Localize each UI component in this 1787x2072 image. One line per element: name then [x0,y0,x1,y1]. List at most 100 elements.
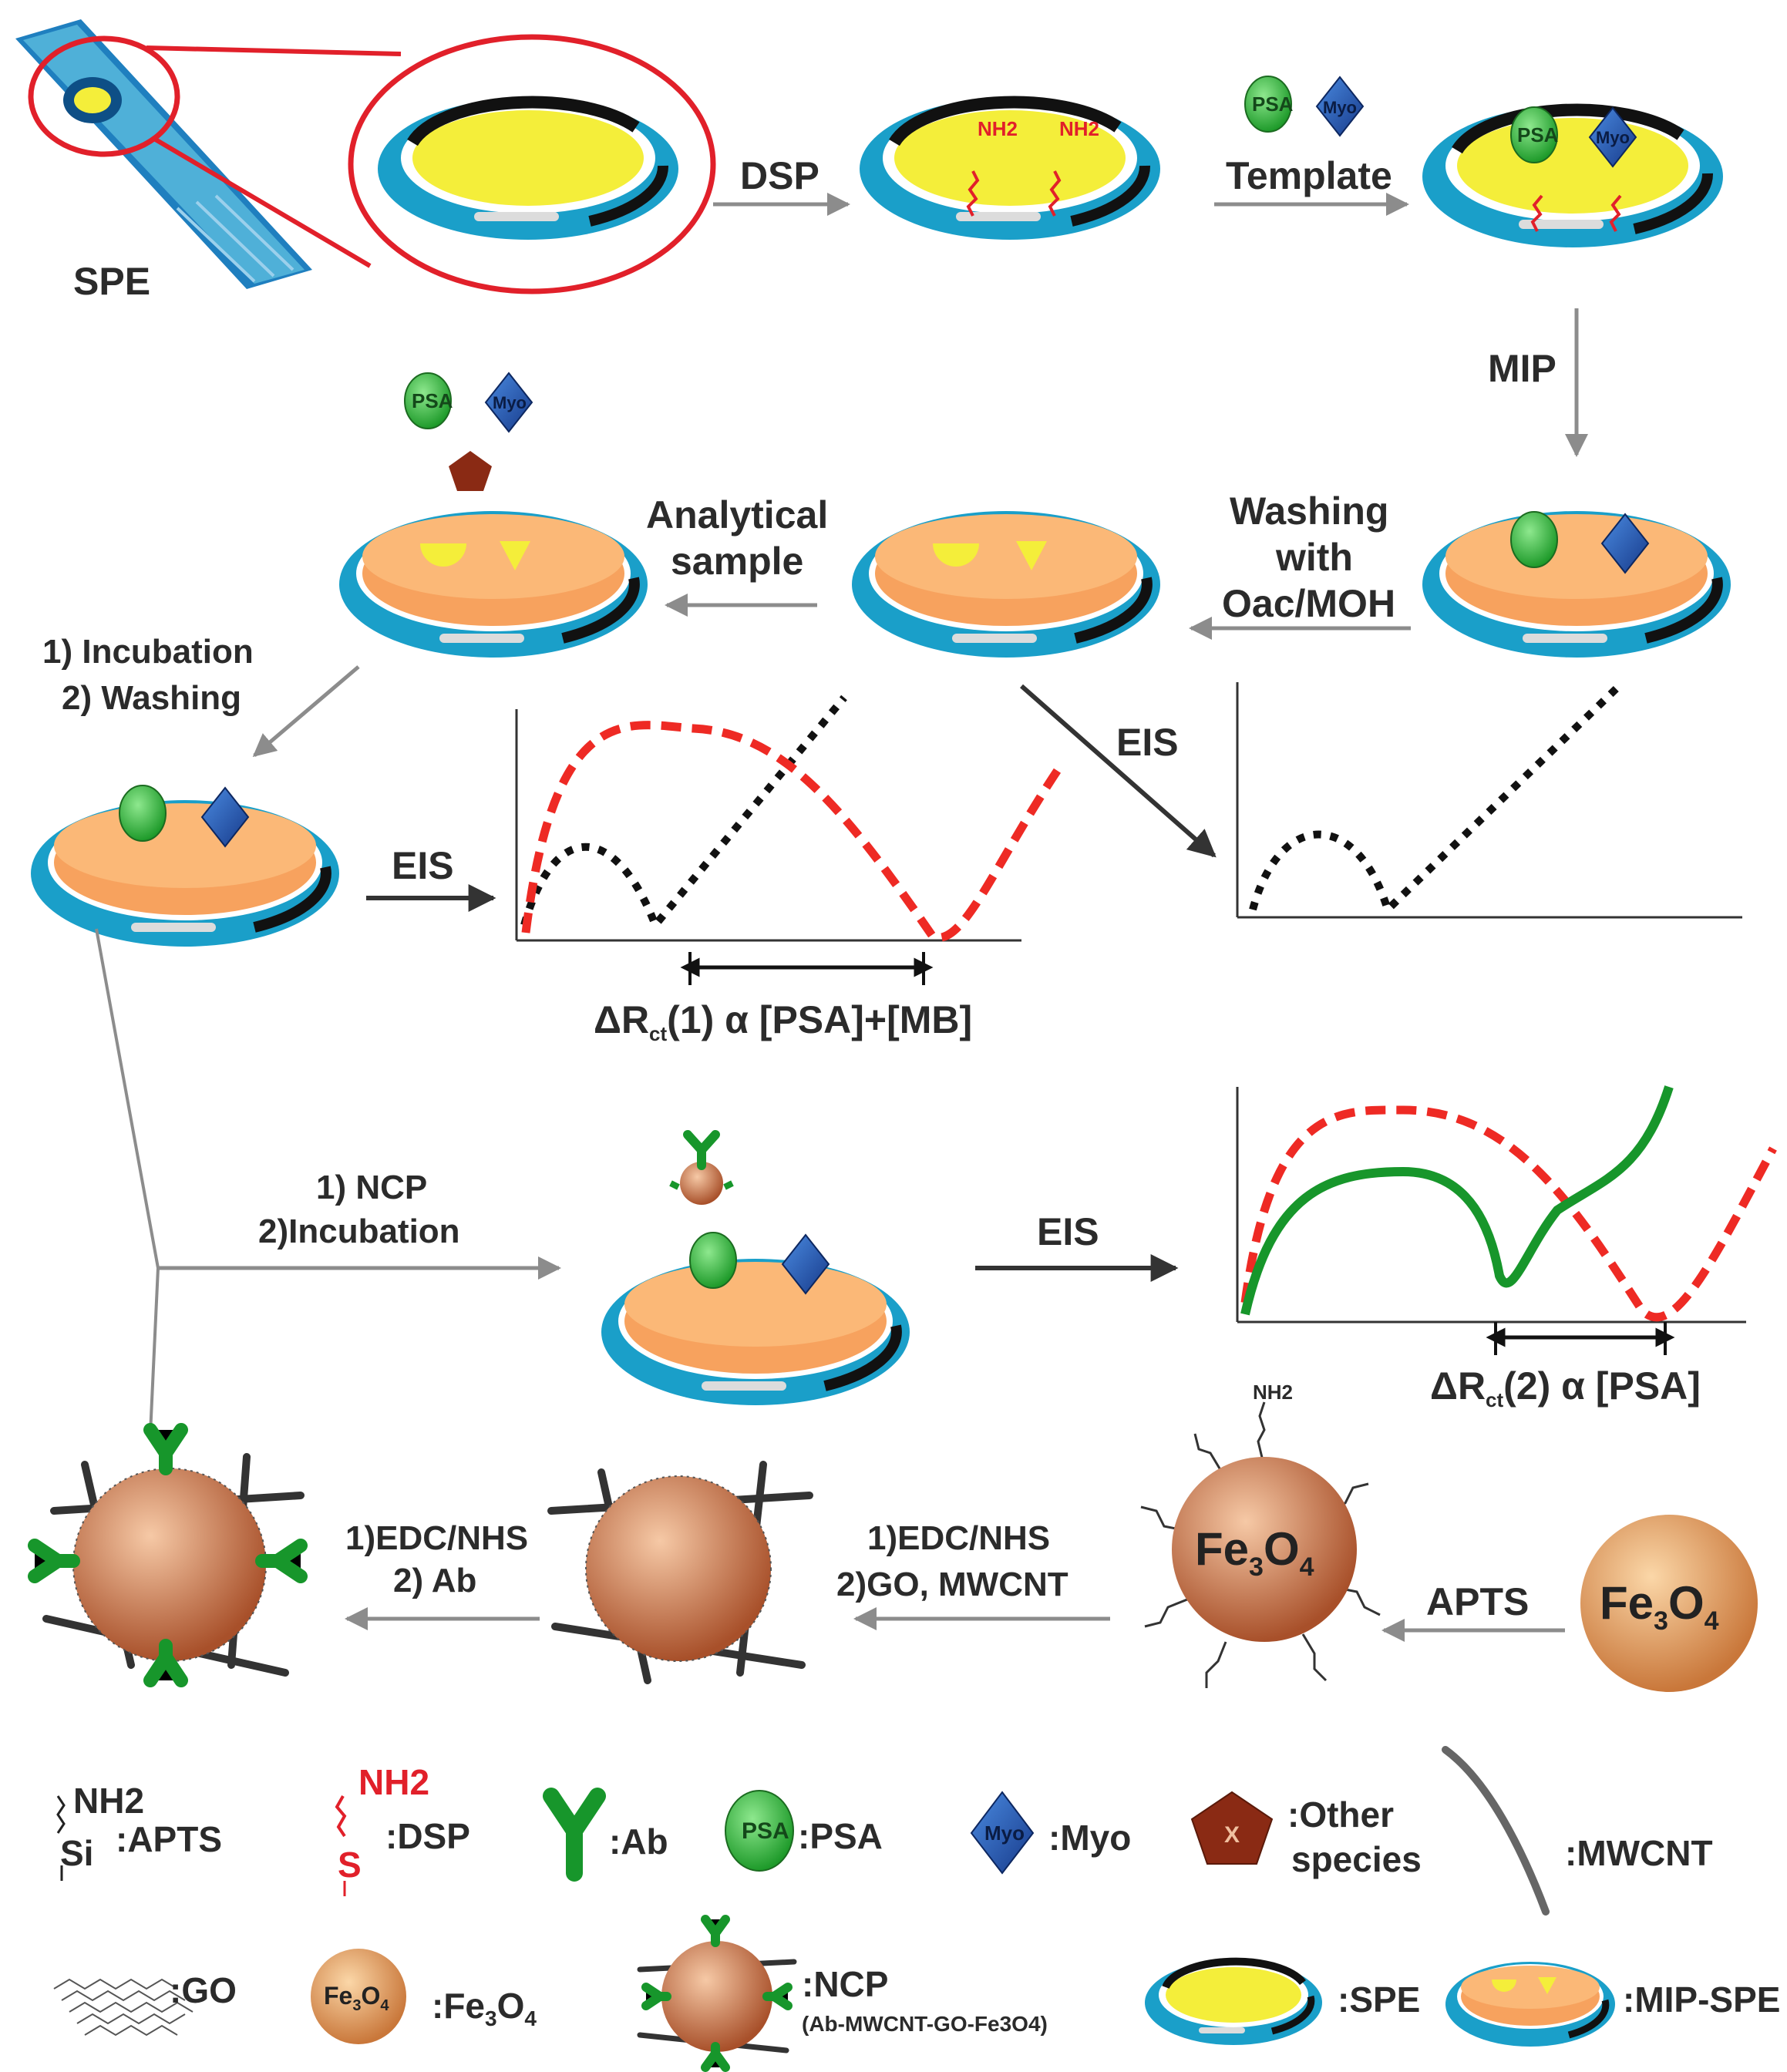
legend-dsp-s: S [338,1845,362,1885]
legend-mwcnt-icon [1442,1746,1550,1916]
legend-other-x: X [1224,1822,1240,1848]
edc-left-label-1: 1)EDC/NHS [345,1519,528,1557]
legend-ncp-sub: (Ab-MWCNT-GO-Fe3O4) [802,2012,1048,2036]
plot1-black-dotted [520,695,847,933]
ncp-label-2: 2)Incubation [258,1213,460,1250]
ncp-small-icon [669,1135,734,1205]
zoom-ellipse [348,34,716,294]
arrow-incubation [252,665,360,757]
legend-mip-spe: :MIP-SPE [1623,1980,1780,2020]
arrow-eis-b [1020,684,1217,858]
legend-dsp-icon [335,1795,347,1896]
plot3-red-dashed [1240,1105,1777,1322]
incubation-label-2: 2) Washing [62,679,241,717]
legend-fe3o4-icon [311,1949,406,2044]
washing-label-1: Washing [1230,489,1388,533]
legend-dsp-nh2: NH2 [358,1762,429,1802]
sample-psa-text: PSA [412,389,453,412]
nyquist-plot-2 [1236,682,1742,919]
apts-nh2-top: NH2 [1253,1381,1293,1404]
legend-myo-icon [970,1791,1035,1875]
incubation-label-1: 1) Incubation [42,633,254,671]
bound-myo-text: Myo [1596,128,1630,147]
ncp-psa-icon [689,1232,737,1289]
empty-cavities [933,541,1047,570]
dsp-linkers [966,170,1062,217]
legend-other-1: :Other [1287,1794,1394,1835]
dsp-nh2-2: NH2 [1059,117,1099,140]
legend-other-icon [1190,1791,1274,1865]
delta-rct-2: ΔRct(2) α [PSA] [1430,1364,1701,1411]
legend-mip-spe-icon [1445,1962,1615,2047]
ncp-label-1: 1) NCP [316,1169,427,1206]
template-linkers [1530,194,1622,232]
template-myo-text: Myo [1323,98,1357,117]
edc-left-label-2: 2) Ab [393,1562,476,1599]
legend-mwcnt: :MWCNT [1565,1833,1713,1873]
legend-go: :GO [170,1970,237,2010]
rebound-psa-icon [119,785,167,842]
plot1-red-dashed [521,721,1066,942]
zoom-line-bottom [153,136,372,268]
mip-spe-with-template [1422,511,1731,658]
template-psa-text: PSA [1252,92,1294,116]
washing-label-2: with [1275,536,1353,579]
fe3o4-apts-label: Fe3O4 [1195,1523,1314,1582]
legend-go-icon [53,1978,194,2037]
branch-line-lower [149,1267,160,1435]
eis-a-label: EIS [392,844,454,887]
eis-c-label: EIS [1037,1210,1099,1253]
sample-cavities [420,541,530,570]
edc-mid-label-2: 2)GO, MWCNT [836,1566,1068,1603]
analytical-label-2: sample [671,540,803,583]
zoom-circle [28,35,180,157]
fe3o4-bare-particle [1580,1515,1758,1692]
mip-spe-empty [852,511,1160,658]
ncp-nanocomposite-final [28,1423,308,1687]
legend-dsp: :DSP [385,1816,470,1856]
mip-psa-icon [1510,511,1558,568]
edc-mid-label-1: 1)EDC/NHS [867,1519,1050,1557]
legend-ncp: :NCP [802,1964,888,2004]
bound-psa-text: PSA [1517,123,1559,146]
legend-other-2: species [1291,1839,1422,1879]
fe3o4-apts-particle [1140,1401,1381,1688]
legend-spe-icon [1145,1957,1322,2045]
template-label: Template [1226,154,1392,197]
plot2-black-dotted [1249,683,1622,917]
legend-psa-text: PSA [742,1818,789,1844]
sample-other-icon [449,451,492,491]
spe-template [1422,106,1723,247]
nyquist-plot-1 [515,695,1066,985]
legend-ab-icon [543,1788,606,1882]
zoom-line-top [146,45,402,56]
legend-fe3o4-inner: Fe3O4 [324,1982,389,2014]
eis-b-label: EIS [1116,721,1179,764]
plot3-green-solid [1240,1085,1674,1316]
legend-myo-text: Myo [984,1821,1025,1845]
washing-label-3: Oac/MOH [1222,582,1395,625]
dsp-nh2-1: NH2 [978,117,1018,140]
legend-spe: :SPE [1338,1980,1420,2020]
legend-apts-nh2: NH2 [73,1781,144,1821]
legend-psa-icon [725,1790,794,1872]
dsp-label: DSP [740,154,819,197]
mip-spe-sample [339,511,648,658]
legend-apts: :APTS [116,1819,222,1859]
legend-ab: :Ab [609,1821,668,1862]
legend-psa: :PSA [798,1816,883,1856]
nyquist-plot-3 [1236,1085,1777,1355]
legend-ncp-icon [637,1915,797,2072]
fe3o4-bare-label: Fe3O4 [1600,1577,1719,1636]
legend-myo: :Myo [1048,1818,1131,1858]
spe-label: SPE [73,260,150,303]
apts-label: APTS [1426,1580,1529,1623]
mip-spe-ncp [601,1259,910,1405]
analytical-label-1: Analytical [646,493,828,536]
ncp-intermediate [547,1461,813,1684]
legend-apts-si: Si [60,1833,93,1873]
spe-bare [378,98,678,240]
mip-spe-rebound [31,800,339,947]
branch-line-main [95,928,160,1269]
